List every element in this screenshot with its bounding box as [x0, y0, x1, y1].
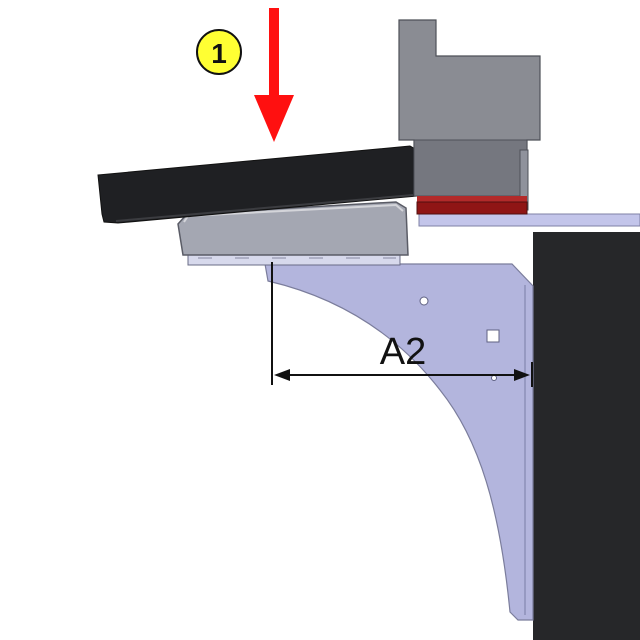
bracket-hole-square — [486, 329, 500, 343]
black-plate — [97, 145, 418, 224]
support-bracket — [264, 263, 534, 621]
lower-gray-block — [413, 139, 528, 197]
bracket-hole-round — [419, 296, 429, 306]
dimension-arrowhead-left-icon — [274, 369, 290, 381]
red-arrow-head-icon — [254, 95, 294, 142]
step-badge-circle — [196, 29, 242, 75]
red-pad-bottom — [416, 201, 528, 215]
dimension-label: A2 — [380, 331, 426, 373]
bracket-hole-small — [491, 375, 497, 381]
right-shelf-strip — [418, 213, 640, 227]
dark-side-panel — [533, 232, 640, 640]
tray-top-highlight — [183, 203, 404, 223]
red-pad-top — [417, 196, 527, 202]
dimension-arrowhead-right-icon — [514, 369, 530, 381]
upper-gray-block — [398, 19, 541, 150]
red-arrow-shaft — [269, 8, 279, 96]
step-badge-number: 1 — [211, 38, 227, 69]
plate-bottom-lip — [115, 194, 414, 222]
